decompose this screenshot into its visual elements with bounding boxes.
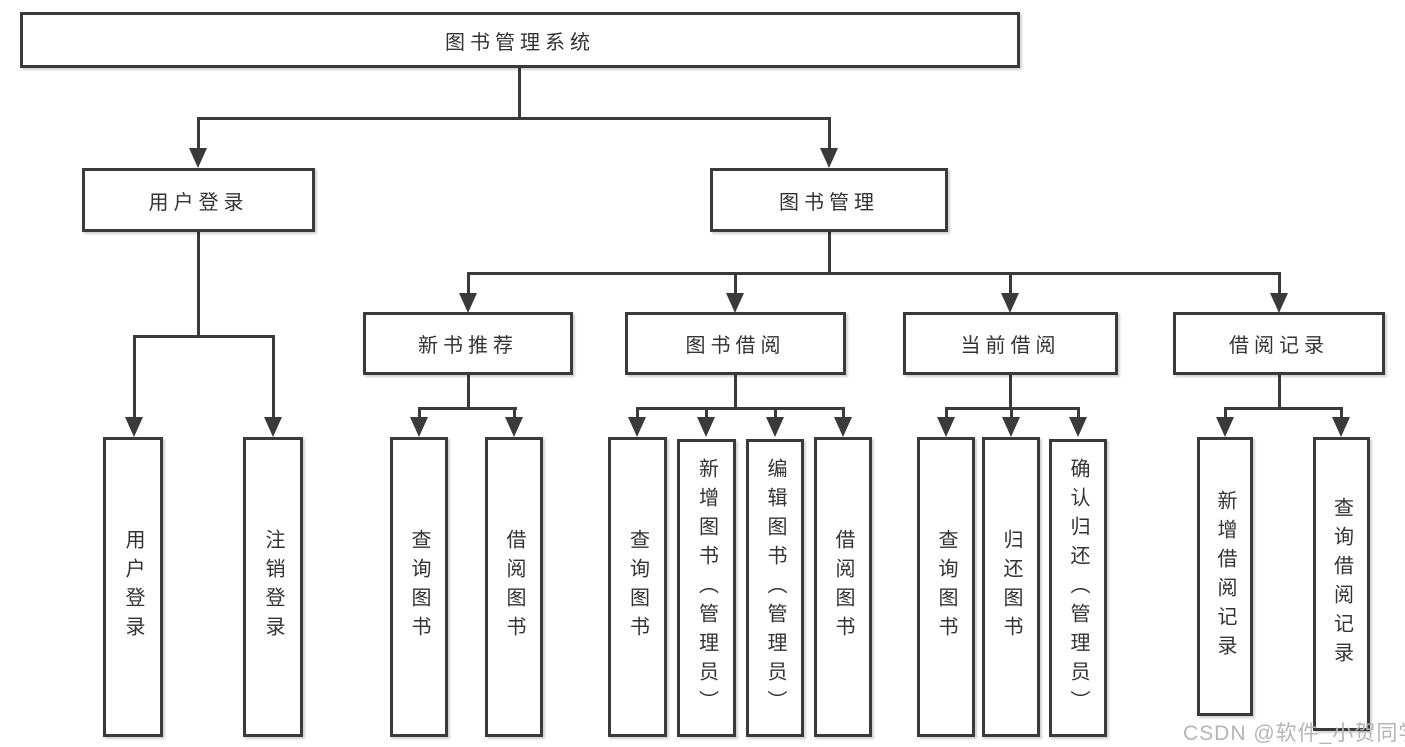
arrow-head [628,417,646,437]
connector-line [636,407,639,419]
arrow-head [505,417,523,437]
connector-line [197,232,200,337]
connector-line [133,335,136,419]
node-label: 查询图书 [408,529,430,645]
node-label: 借阅图书 [832,529,854,645]
node-new-book-recommend: 新书推荐 [363,312,573,375]
node-current-query-books: 查询图书 [917,437,975,737]
arrow-head [726,293,744,313]
node-borrowing-borrow-books: 借阅图书 [814,437,872,737]
arrow-head [189,148,207,168]
node-label: 当前借阅 [960,335,1061,357]
node-label: 查询图书 [626,529,649,645]
connector-line [518,68,521,118]
connector-line [1077,407,1080,419]
connector-line [705,407,708,419]
node-label: 新增借阅记录 [1214,489,1236,664]
arrow-head [820,148,838,168]
connector-line [513,407,516,419]
node-records-add-record: 新增借阅记录 [1197,437,1253,716]
node-label: 新书推荐 [418,335,518,357]
node-current-return-books: 归还图书 [982,437,1040,737]
connector-line [1224,407,1343,410]
arrow-head [1332,417,1350,437]
arrow-head [1002,417,1020,437]
node-label: 用户登录 [148,191,249,214]
node-borrowing-add-books-admin: 新增图书（管理员） [677,439,736,737]
connector-line [828,232,831,274]
node-logout: 注销登录 [243,437,303,737]
connector-line [1340,407,1343,419]
connector-line [418,407,421,419]
node-label: 查询图书 [935,529,957,645]
connector-line [1224,407,1227,419]
connector-line [1278,272,1281,295]
arrow-head [937,417,955,437]
node-records-query-record: 查询借阅记录 [1313,437,1370,731]
node-recommend-borrow-books: 借阅图书 [485,437,543,737]
node-label: 借阅图书 [503,529,525,645]
node-borrowing-query-books: 查询图书 [608,437,667,737]
node-label: 归还图书 [1000,529,1022,645]
node-label: 借阅记录 [1229,335,1329,357]
arrow-head [834,417,852,437]
node-label: 图书管理系统 [445,31,595,54]
connector-line [133,335,275,338]
connector-line [1009,375,1012,409]
csdn-watermark: CSDN @软件_小贺同学 [1183,722,1405,745]
connector-line [636,407,844,410]
connector-line [467,375,470,409]
arrow-head [410,417,428,437]
arrow-head [1270,293,1288,313]
node-label: 用户登录 [122,529,144,645]
arrow-head [697,417,715,437]
connector-line [467,272,470,295]
node-current-confirm-return-admin: 确认归还（管理员） [1049,439,1107,737]
arrow-head [766,417,784,437]
arrow-head [1069,417,1087,437]
node-label: 新增图书（管理员） [695,457,718,719]
node-label: 确认归还（管理员） [1067,457,1089,719]
node-borrowing-records: 借阅记录 [1173,312,1385,375]
connector-line [828,117,831,148]
node-label: 注销登录 [262,529,284,645]
node-book-borrowing: 图书借阅 [625,312,846,375]
connector-line [734,272,737,295]
node-library-system: 图书管理系统 [20,12,1020,68]
connector-line [272,335,275,419]
node-login: 用户登录 [103,437,163,737]
connector-line [418,407,517,410]
connector-line [945,407,948,419]
node-label: 编辑图书（管理员） [764,457,786,719]
node-recommend-query-books: 查询图书 [390,437,448,737]
node-label: 图书管理 [779,191,879,214]
node-label: 查询借阅记录 [1330,497,1353,671]
connector-line [1009,272,1012,295]
arrow-head [125,417,143,437]
node-borrowing-edit-books-admin: 编辑图书（管理员） [746,439,804,737]
node-current-borrowing: 当前借阅 [903,312,1118,375]
connector-line [842,407,845,419]
node-book-management: 图书管理 [710,168,948,232]
connector-line [467,272,1281,275]
connector-line [197,117,200,148]
connector-line [734,375,737,409]
arrow-head [264,417,282,437]
node-user-login: 用户登录 [82,168,315,232]
arrow-head [1001,293,1019,313]
arrow-head [459,293,477,313]
connector-line [774,407,777,419]
arrow-head [1216,417,1234,437]
connector-line [1010,407,1013,419]
connector-line [197,117,831,120]
node-label: 图书借阅 [685,335,786,357]
connector-line [1278,375,1281,409]
